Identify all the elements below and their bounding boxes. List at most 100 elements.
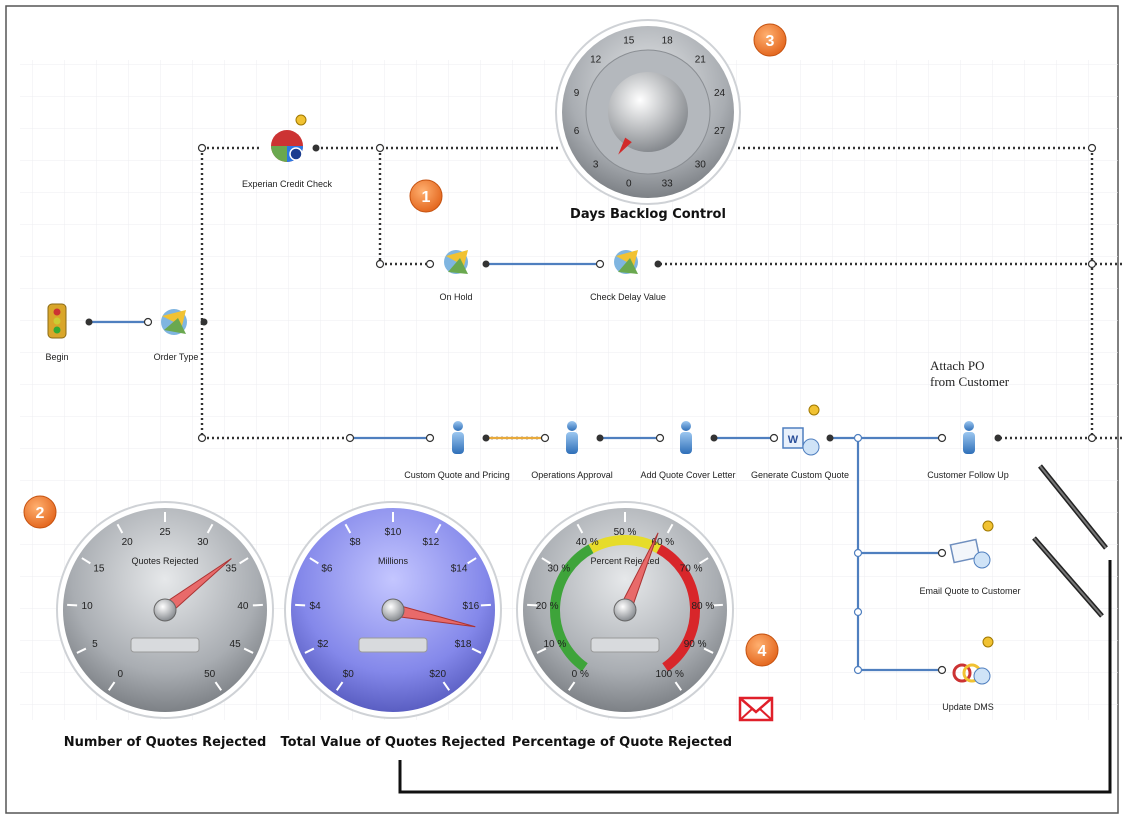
gauge-band [656, 544, 700, 672]
gauge-tick-label: 50 [204, 669, 216, 680]
gauge-tick-label: 10 % [544, 639, 567, 650]
gauge-tick [252, 603, 263, 607]
cover-letter-node[interactable]: Add Quote Cover Letter [640, 421, 736, 480]
gauge-tick-label: 5 [92, 639, 98, 650]
gauge-tick-label: $20 [429, 669, 446, 680]
dashboard-connector [398, 560, 1112, 794]
value-title: Total Value of Quotes Rejected [280, 735, 505, 750]
on-hold-node[interactable]: On Hold [439, 250, 473, 302]
gauge-tick [214, 681, 223, 691]
gauge-tick [712, 603, 723, 607]
gauge-tick [335, 681, 344, 691]
begin-node[interactable]: Begin [45, 303, 69, 362]
gauge-odometer [590, 637, 660, 653]
check-delay-label: Check Delay Value [590, 292, 666, 302]
gauge-tick-label: 0 % [572, 669, 589, 680]
dial-tick-label: 15 [623, 36, 635, 47]
connector-dots [85, 143, 1097, 675]
mail-icon[interactable] [738, 696, 774, 722]
gauge-tick-label: 20 [122, 537, 134, 548]
custom-quote-node[interactable]: Custom Quote and Pricing [404, 421, 510, 480]
gauge-tick-label: 45 [230, 639, 242, 650]
svg-text:W: W [788, 434, 799, 446]
svg-text:4: 4 [758, 643, 767, 660]
gauge-inner-label: Percent Rejected [590, 556, 659, 566]
gauge-tick-label: $4 [310, 601, 322, 612]
annotation-line2: from Customer [930, 374, 1010, 389]
gauge-tick-label: $12 [422, 537, 439, 548]
gauge-tick [541, 557, 551, 565]
dial-needle [618, 137, 632, 155]
percent-title: Percentage of Quote Rejected [512, 735, 732, 750]
gauge-tick-label: $0 [343, 669, 355, 680]
cover-letter-label: Add Quote Cover Letter [640, 470, 735, 480]
dial-tick-label: 12 [590, 55, 602, 66]
gauge-tick [81, 557, 91, 565]
ops-approval-label: Operations Approval [531, 470, 613, 480]
gauge-tick [76, 647, 87, 654]
percent-gauge[interactable]: 0 %10 %20 %30 %40 %50 %60 %70 %80 %90 %1… [516, 501, 734, 719]
gauge-band [550, 544, 594, 672]
dial-tick-label: 24 [714, 88, 726, 99]
gauge-tick [239, 557, 249, 565]
customer-follow-node[interactable]: Customer Follow Up [927, 421, 1009, 480]
document-icon: W [782, 427, 820, 456]
gauge-odometer [358, 637, 428, 653]
marker-3: 3 [753, 23, 787, 57]
experian-label: Experian Credit Check [242, 179, 333, 189]
ops-approval-node[interactable]: Operations Approval [531, 421, 613, 480]
decision-icon [614, 250, 638, 274]
email-icon [949, 538, 991, 569]
info-icon [982, 520, 994, 532]
marker-1: 1 [409, 179, 443, 213]
gauge-tick [206, 523, 214, 534]
sync-icon [952, 663, 991, 685]
email-quote-node[interactable]: Email Quote to Customer [919, 520, 1021, 596]
custom-quote-label: Custom Quote and Pricing [404, 470, 510, 480]
svg-text:1: 1 [422, 189, 431, 206]
traffic-light-icon [47, 303, 67, 339]
gauge-tick-label: 30 [197, 537, 209, 548]
gauge-tick-label: 20 % [536, 601, 559, 612]
gauge-tick [434, 523, 442, 534]
email-quote-label: Email Quote to Customer [919, 586, 1020, 596]
person-icon [963, 421, 975, 454]
order-type-node[interactable]: Order Type [154, 309, 199, 362]
dotted-connectors [200, 146, 1124, 440]
dial-tick-label: 30 [695, 159, 707, 170]
info-icon [295, 114, 307, 126]
order-type-label: Order Type [154, 352, 199, 362]
begin-label: Begin [45, 352, 68, 362]
gauge-tick [107, 681, 116, 691]
gauge-tick [567, 681, 576, 691]
update-dms-label: Update DMS [942, 702, 994, 712]
pen-probes [1032, 464, 1108, 618]
gauge-tick-label: 30 % [548, 564, 571, 575]
dial-tick-label: 33 [662, 179, 674, 190]
generate-quote-node[interactable]: W Generate Custom Quote [751, 404, 849, 480]
gauge-tick-label: 40 [237, 601, 249, 612]
decision-icon [161, 309, 187, 335]
gauge-tick [243, 647, 254, 654]
update-dms-node[interactable]: Update DMS [942, 636, 994, 712]
annotation-line1: Attach PO [930, 358, 985, 373]
gauge-tick [703, 647, 714, 654]
person-icon [566, 421, 578, 454]
gauge-tick-label: 90 % [684, 639, 707, 650]
gauge-tick [467, 557, 477, 565]
gauge-tick-label: $10 [385, 527, 402, 538]
experian-node[interactable]: Experian Credit Check [242, 114, 333, 189]
dial-tick-label: 18 [662, 36, 674, 47]
gauge-tick [295, 603, 306, 607]
gauge-tick-label: $6 [321, 564, 333, 575]
info-icon [808, 404, 820, 416]
gauge-tick-label: 10 [82, 601, 94, 612]
gauge-hub [153, 598, 177, 622]
gauge-tick [309, 557, 319, 565]
check-delay-node[interactable]: Check Delay Value [590, 250, 666, 302]
